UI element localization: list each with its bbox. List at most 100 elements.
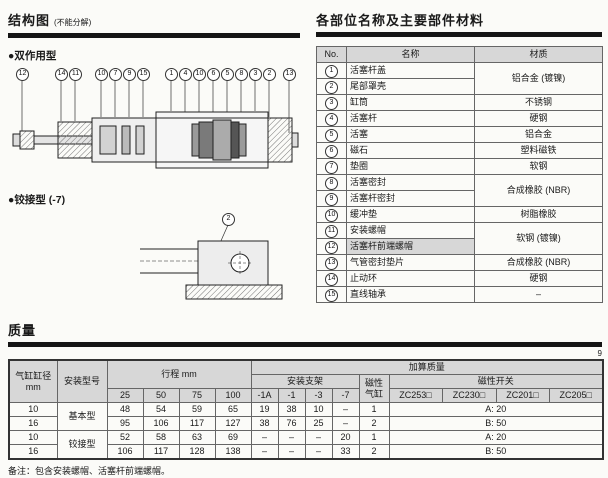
part-no-cell: 2	[316, 78, 347, 95]
part-no-cell: 14	[316, 270, 347, 287]
magnet-cell: 1	[358, 430, 390, 445]
page-number: 9	[597, 349, 602, 358]
cylinder-diagram: 12 14 11 10 7 9 15 1 4 10 6 5 8 3 2 13	[8, 68, 300, 190]
switch-cell: A: 20	[388, 402, 604, 417]
part-material-cell: 硬钢	[474, 110, 603, 127]
callout-bubble: 8	[235, 68, 248, 81]
bore-cell: 16	[8, 416, 58, 431]
part-no-cell: 5	[316, 126, 347, 143]
header-stroke-25: 25	[106, 388, 144, 403]
parts-row: 4 活塞杆 硬钢	[316, 110, 603, 127]
structure-title: 结构图	[8, 13, 51, 28]
bore-cell: 10	[8, 402, 58, 417]
stroke-cell: 138	[214, 444, 252, 460]
hinge-type-label: ●铰接型 (-7)	[8, 194, 66, 206]
parts-row: 6 磁石 塑料磁铁	[316, 142, 603, 159]
header-stroke: 行程 mm	[106, 359, 252, 389]
hinge-diagram: 2	[140, 213, 290, 305]
parts-row: 5 活塞 铝合金	[316, 126, 603, 143]
part-no: 5	[325, 128, 338, 142]
mass-row: 16 106 117 128 138 – – – 33 2 B: 50	[8, 444, 604, 460]
bracket-cell: 76	[277, 416, 306, 431]
part-material-cell: 塑料磁铁	[474, 142, 603, 159]
rod-seal	[121, 125, 131, 155]
part-material-cell: 树脂橡胶	[474, 206, 603, 223]
washer	[135, 125, 145, 155]
stroke-cell: 65	[214, 402, 252, 417]
part-name-cell: 活塞杆盖	[346, 62, 475, 79]
stroke-cell: 106	[142, 416, 180, 431]
part-name-cell: 活塞	[346, 126, 475, 143]
cylinder-cross-section-drawing	[12, 81, 299, 169]
part-no-cell: 12	[316, 238, 347, 255]
magnet-cell: 2	[358, 444, 390, 460]
header-bracket-1a: -1A	[250, 388, 279, 403]
mount-cell: 铰接型	[56, 430, 108, 460]
switch-cell: A: 20	[388, 430, 604, 445]
bracket-cell: –	[304, 430, 333, 445]
callout-bubble: 4	[179, 68, 192, 81]
callout-bubble: 1	[165, 68, 178, 81]
part-material-cell: 铝合金 (镀镍)	[474, 62, 603, 95]
piston	[212, 119, 232, 161]
part-name-cell: 磁石	[346, 142, 475, 159]
stroke-cell: 52	[106, 430, 144, 445]
part-no-cell: 3	[316, 94, 347, 111]
bracket-cell: 10	[304, 402, 333, 417]
piston-seal	[230, 121, 240, 159]
structure-title-note: (不能分解)	[54, 18, 92, 27]
bracket-cell: 19	[250, 402, 279, 417]
bore-cell: 16	[8, 444, 58, 460]
mass-divider-bar	[8, 342, 602, 347]
part-material-cell: 硬钢	[474, 270, 603, 287]
stroke-cell: 58	[142, 430, 180, 445]
parts-row: 2 尾部罩壳	[316, 78, 603, 95]
part-name-cell: 活塞杆密封	[346, 190, 475, 207]
part-no-cell: 8	[316, 174, 347, 191]
callout-bubble: 10	[193, 68, 206, 81]
parts-row: 14 止动环 硬钢	[316, 270, 603, 287]
hinge-bracket-base	[185, 284, 283, 300]
stroke-cell: 69	[214, 430, 252, 445]
end-cover	[267, 117, 293, 163]
mount-cell: 基本型	[56, 402, 108, 431]
part-no: 2	[325, 80, 338, 94]
bracket-cell: –	[331, 402, 360, 417]
header-material: 材质	[474, 46, 603, 63]
callout-bubble: 6	[207, 68, 220, 81]
header-added-mass: 加算质量	[250, 359, 604, 375]
part-no: 14	[325, 272, 338, 286]
callout-bubble: 3	[249, 68, 262, 81]
hinge-callout-bubble: 2	[222, 213, 235, 226]
stroke-cell: 106	[106, 444, 144, 460]
parts-row: 8 活塞密封 合成橡胶 (NBR)	[316, 174, 603, 207]
bracket-cell: –	[250, 430, 279, 445]
bracket-cell: –	[277, 430, 306, 445]
header-switch-zc253: ZC253□	[388, 388, 443, 403]
header-stroke-50: 50	[142, 388, 180, 403]
rod-end-nut	[19, 130, 35, 150]
structure-divider-bar	[8, 33, 300, 38]
mass-header-row-1: 气缸缸径 mm 安装型号 行程 mm 加算质量	[8, 359, 604, 403]
part-name-cell: 止动环	[346, 270, 475, 287]
parts-section: 各部位名称及主要部件材料 No. 名称 材质 1 活塞杆盖 铝合金 (镀镍) 2…	[316, 10, 603, 303]
header-stroke-100: 100	[214, 388, 252, 403]
parts-title: 各部位名称及主要部件材料	[316, 13, 485, 28]
parts-row: 7 垫圈 软钢	[316, 158, 603, 175]
parts-row: 15 直线轴承 –	[316, 286, 603, 303]
mass-header-row-2: 安装支架 磁性 气缸 磁性开关	[9, 374, 604, 403]
part-no: 8	[325, 176, 338, 190]
structure-section: 结构图(不能分解) ●双作用型 12 14 11 10 7 9 15 1 4 1…	[8, 10, 300, 305]
part-no: 1	[325, 64, 338, 78]
stroke-cell: 48	[106, 402, 144, 417]
bracket-cell: –	[331, 416, 360, 431]
callout-bubble: 5	[221, 68, 234, 81]
header-switch-zc201: ZC201□	[495, 388, 550, 403]
header-bore-line2: mm	[25, 381, 41, 392]
part-no-cell: 9	[316, 190, 347, 207]
mounting-nut	[57, 121, 93, 159]
bracket-cell: –	[250, 444, 279, 460]
switch-cell: B: 50	[388, 444, 604, 460]
header-magnet-line1: 磁性	[364, 377, 383, 388]
bracket-cell: 25	[304, 416, 333, 431]
